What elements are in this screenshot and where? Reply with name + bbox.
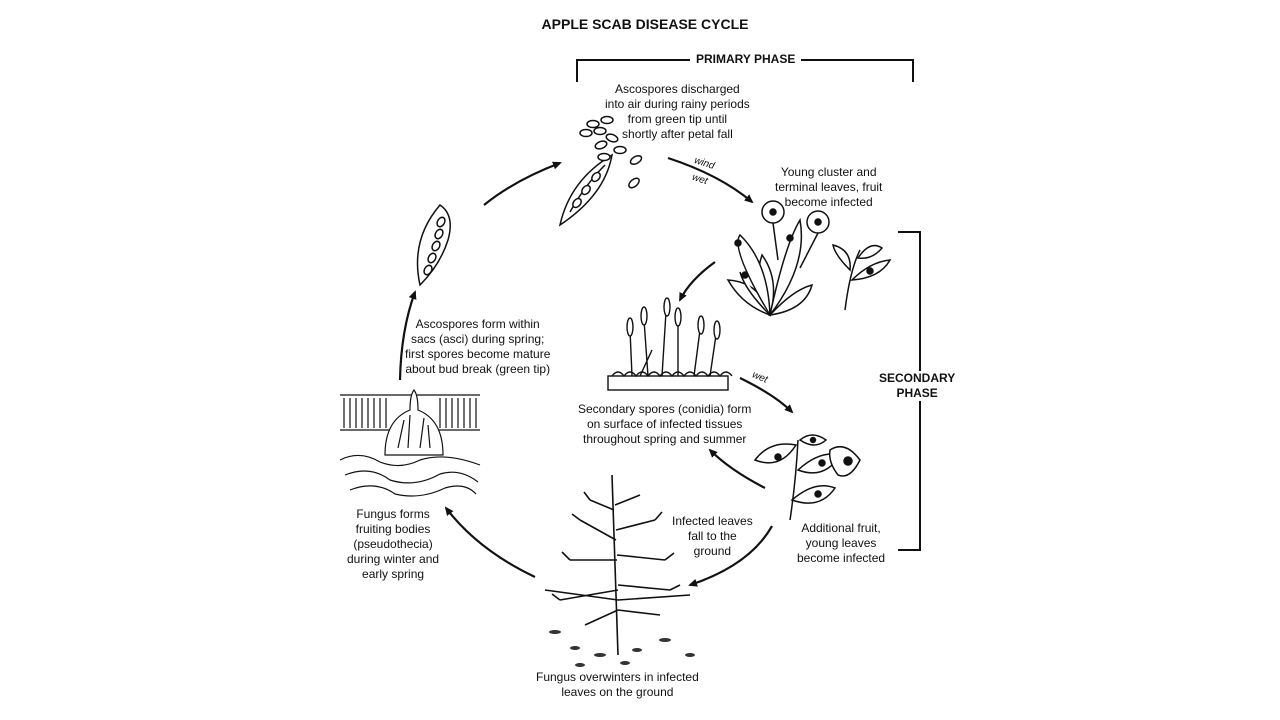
arrow-text-to-ascus [398,290,417,381]
ascus-icon [416,204,451,287]
arrow-shoot-to-conidia [708,448,766,489]
text-line: during winter and [347,552,440,566]
pseudothecium-icon [339,389,481,497]
text-line: on surface of infected tissues [587,417,743,431]
ascospores-form-text: Ascospores form within sacs (asci) durin… [405,317,550,377]
arrow-tree-to-pseudothecia [444,506,536,578]
text-line: sacs (asci) during spring; [411,332,545,346]
text-line: early spring [362,567,425,581]
text-line: Secondary spores (conidia) form [578,402,752,416]
arrow-leaves-to-conidia [679,261,716,302]
infected-leaves-fall-text: Infected leaves fall to the ground [672,514,753,559]
text-line: become infected [784,195,873,209]
text-line: Additional fruit, [801,521,881,535]
text-line: Fungus overwinters in infected [536,670,699,684]
text-line: (pseudothecia) [353,537,433,551]
text-line: Young cluster and [780,165,877,179]
conidia-icon [607,297,733,391]
text-line: ground [693,544,732,558]
text-line: Fungus forms [356,507,430,521]
secondary-phase-line2: PHASE [896,386,938,400]
text-line: into air during rainy periods [605,97,750,111]
text-line: leaves on the ground [561,685,674,699]
text-line: Ascospores discharged [615,82,740,96]
arrow-conidia-to-shoot [739,377,794,414]
text-line: become infected [797,551,886,565]
text-line: from green tip until [627,112,728,126]
arrow-discharge-to-leaves [667,156,754,204]
text-line: fruiting bodies [355,522,431,536]
additional-fruit-text: Additional fruit, young leaves become in… [797,521,885,566]
fruiting-bodies-text: Fungus forms fruiting bodies (pseudothec… [347,507,439,582]
text-line: terminal leaves, fruit [775,180,883,194]
text-line: about bud break (green tip) [405,362,551,376]
primary-phase-label: PRIMARY PHASE [690,52,802,67]
text-line: first spores become mature [405,347,551,361]
apple-leaves-icon [726,200,892,317]
text-line: Ascospores form within [415,317,540,331]
ascus-spores-icon [558,115,643,227]
infected-shoot-icon [753,434,861,521]
arrow-shoot-to-tree [688,525,773,587]
fallen-leaves [549,630,695,667]
ascospores-discharged-text: Ascospores discharged into air during ra… [605,82,750,142]
text-line: Infected leaves [672,514,753,528]
bare-tree-icon [544,474,691,656]
text-line: throughout spring and summer [582,432,747,446]
overwinters-text: Fungus overwinters in infected leaves on… [536,670,699,700]
text-line: young leaves [805,536,877,550]
secondary-phase-line1: SECONDARY [879,371,956,385]
arrow-ascus-to-discharge [483,161,562,206]
secondary-spores-text: Secondary spores (conidia) form on surfa… [578,402,751,447]
text-line: shortly after petal fall [622,127,733,141]
text-line: fall to the [688,529,737,543]
diagram-title: APPLE SCAB DISEASE CYCLE [541,16,749,32]
young-cluster-text: Young cluster and terminal leaves, fruit… [775,165,882,210]
secondary-phase-label: SECONDARY PHASE [873,371,962,401]
